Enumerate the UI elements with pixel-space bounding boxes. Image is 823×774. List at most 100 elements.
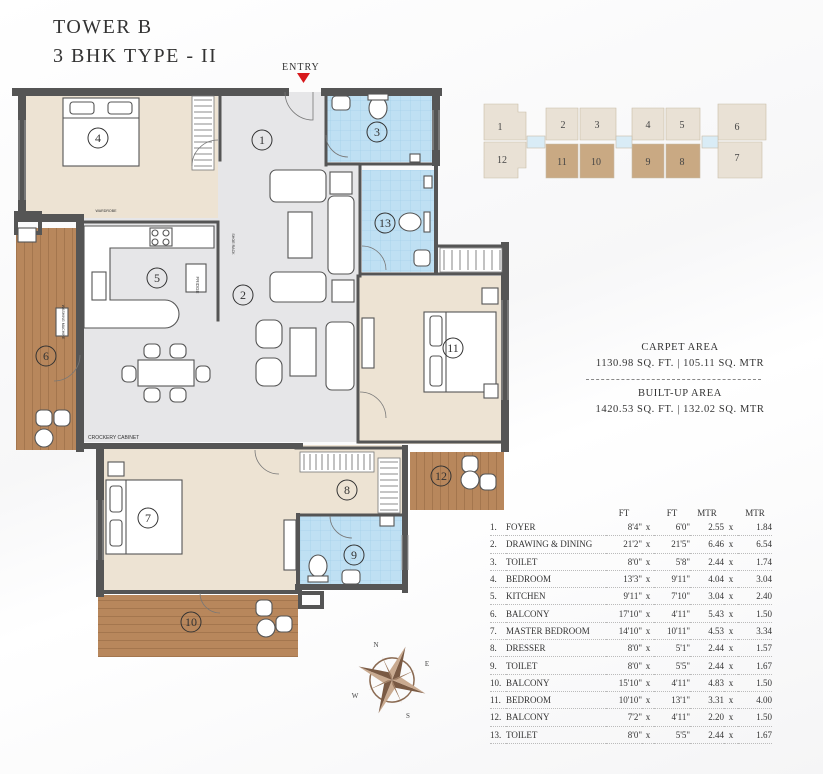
coffee-table — [287, 211, 313, 259]
cell-m-a: 2.44 — [690, 656, 724, 675]
dining-table — [137, 359, 195, 387]
key-unit-12 — [483, 141, 527, 179]
cell-ft-a: 9'11" — [606, 587, 642, 606]
key-label-6: 6 — [735, 122, 740, 133]
key-unit-7 — [717, 141, 763, 179]
entry-label: ENTRY — [282, 62, 320, 73]
cell-no: 6. — [490, 604, 506, 623]
cell-m-b: 6.54 — [738, 535, 772, 554]
shelf-hatching — [191, 95, 503, 514]
cell-name: TOILET — [506, 726, 606, 744]
compass-e: E — [425, 660, 429, 668]
cell-m-a: 5.43 — [690, 604, 724, 623]
cell-m-a: 2.55 — [690, 519, 724, 537]
cell-times: x — [724, 535, 738, 554]
cell-m-b: 1.50 — [738, 708, 772, 727]
cell-name: BEDROOM — [506, 570, 606, 589]
cell-m-a: 2.44 — [690, 553, 724, 571]
cell-m-a: 2.20 — [690, 708, 724, 727]
cell-name: MASTER BEDROOM — [506, 622, 606, 641]
kitchen-counter — [83, 225, 215, 329]
key-unit-2 — [545, 107, 579, 141]
cell-m-b: 1.84 — [738, 519, 772, 537]
key-label-12: 12 — [497, 155, 507, 166]
key-label-8: 8 — [680, 157, 685, 168]
cell-no: 8. — [490, 639, 506, 658]
compass-w: W — [352, 692, 359, 700]
key-unit-6 — [717, 103, 767, 141]
cell-times: x — [724, 674, 738, 692]
entry-arrow-icon — [297, 73, 310, 83]
builtup-area-heading: BUILT-UP AREA — [638, 388, 722, 399]
cell-no: 11. — [490, 691, 506, 710]
cell-m-b: 1.50 — [738, 674, 772, 692]
room-marker-1: 1 — [259, 133, 265, 147]
table-header-row: FT FT MTR MTR — [490, 507, 772, 519]
cell-ft-b: 5'8" — [654, 553, 690, 571]
cell-ft-a: 8'4" — [606, 519, 642, 537]
cell-m-b: 3.34 — [738, 622, 772, 641]
key-plan — [483, 103, 767, 179]
key-unit-11 — [545, 143, 579, 179]
cell-ft-a: 17'10" — [606, 604, 642, 623]
cell-times: x — [642, 535, 654, 554]
cell-name: TOILET — [506, 553, 606, 571]
room-marker-12: 12 — [435, 469, 447, 483]
key-label-1: 1 — [498, 122, 503, 133]
cell-times: x — [642, 604, 654, 623]
cell-ft-b: 9'11" — [654, 570, 690, 589]
sofa-right — [327, 195, 355, 275]
furniture — [17, 93, 499, 638]
cell-ft-a: 15'10" — [606, 674, 642, 692]
cell-name: DRESSER — [506, 639, 606, 658]
cell-m-a: 4.53 — [690, 622, 724, 641]
cell-no: 4. — [490, 570, 506, 589]
key-label-10: 10 — [591, 157, 601, 168]
cell-ft-a: 8'0" — [606, 726, 642, 744]
room-marker-5: 5 — [154, 271, 160, 285]
cell-ft-a: 7'2" — [606, 708, 642, 727]
cell-no: 3. — [490, 553, 506, 571]
cell-times: x — [642, 691, 654, 710]
key-label-3: 3 — [595, 120, 600, 131]
cell-m-b: 1.67 — [738, 656, 772, 675]
floor-areas — [16, 92, 504, 657]
room-marker-7: 7 — [145, 511, 151, 525]
washing-machine-box — [55, 307, 69, 337]
sofa-bottom — [269, 271, 327, 303]
cell-no: 13. — [490, 726, 506, 744]
key-label-5: 5 — [680, 120, 685, 131]
wardrobe-label: WARDROBE — [95, 209, 117, 213]
fridge-label: FRIDGE — [195, 276, 200, 293]
cell-times: x — [724, 553, 738, 571]
cell-times: x — [724, 639, 738, 658]
room-marker-9: 9 — [351, 548, 357, 562]
cell-ft-a: 10'10" — [606, 691, 642, 710]
cell-ft-b: 5'5" — [654, 726, 690, 744]
key-unit-8 — [665, 143, 701, 179]
cell-times: x — [724, 622, 738, 641]
builtup-area-value: 1420.53 SQ. FT. | 132.02 SQ. MTR — [595, 404, 765, 415]
cell-ft-b: 5'1" — [654, 639, 690, 658]
cell-m-a: 2.44 — [690, 639, 724, 658]
walls — [12, 88, 509, 609]
cell-m-b: 2.40 — [738, 587, 772, 606]
cell-ft-b: 10'11" — [654, 622, 690, 641]
cell-ft-a: 8'0" — [606, 553, 642, 571]
cell-times: x — [642, 570, 654, 589]
cell-times: x — [724, 708, 738, 727]
cell-times: x — [724, 587, 738, 606]
door-swings — [53, 91, 387, 614]
cell-m-a: 6.46 — [690, 535, 724, 554]
room-marker-13: 13 — [379, 216, 391, 230]
sofa-top — [269, 169, 327, 203]
cell-ft-a: 8'0" — [606, 656, 642, 675]
